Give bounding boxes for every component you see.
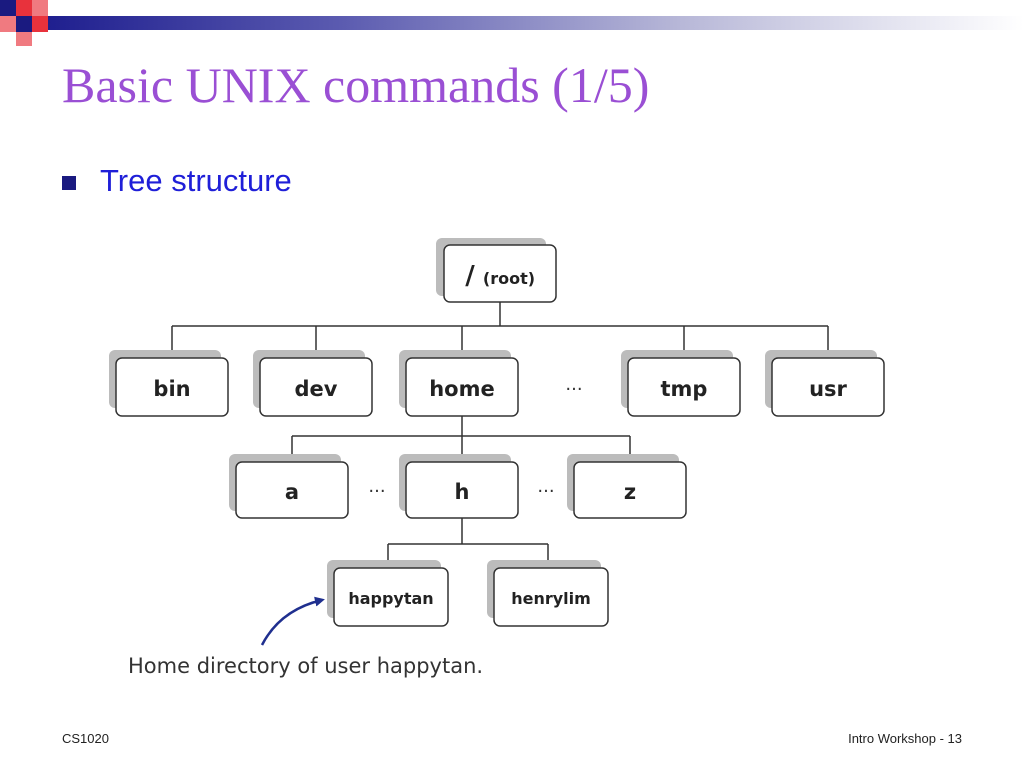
tree-node-happytan: happytan: [327, 560, 449, 627]
pointer-arrow: [260, 596, 325, 646]
node-root-label: /: [465, 261, 475, 291]
slide-title: Basic UNIX commands (1/5): [62, 57, 650, 113]
node-label: happytan: [348, 589, 433, 608]
node-box: [405, 461, 519, 519]
bullet-text: Tree structure: [100, 163, 292, 198]
tree-node-home: home: [399, 350, 519, 417]
header-square-red: [32, 16, 48, 32]
header-square-red: [0, 16, 16, 32]
tree-connectors: [171, 302, 829, 568]
header-square-red: [16, 0, 32, 16]
node-box: [443, 244, 557, 303]
node-box: [405, 357, 519, 417]
tree-node-tmp: tmp: [621, 350, 741, 417]
node-box: [259, 357, 373, 417]
header-square-navy: [16, 16, 32, 32]
bullet-marker: [62, 176, 76, 190]
node-label: dev: [295, 377, 338, 401]
tree-node-h: h: [399, 454, 519, 519]
tree-ellipsis: ...: [368, 476, 385, 497]
node-label: bin: [153, 377, 190, 401]
home-directory-caption: Home directory of user happytan.: [128, 654, 484, 678]
tree-node-henrylim: henrylim: [487, 560, 609, 627]
footer-page-number: Intro Workshop - 13: [848, 731, 962, 746]
tree-ellipsis: ...: [565, 374, 582, 395]
tree-node-usr: usr: [765, 350, 885, 417]
node-label: z: [624, 480, 636, 504]
directory-tree-diagram: / (root) bin dev home ... tmp usr a ... …: [109, 238, 885, 646]
tree-node-z: z: [567, 454, 687, 519]
node-label: tmp: [661, 377, 708, 401]
node-box: [627, 357, 741, 417]
header-square-red: [32, 0, 48, 16]
node-box: [235, 461, 349, 519]
node-root-sublabel: (root): [483, 269, 535, 288]
header-square-navy: [0, 0, 16, 16]
node-box: [573, 461, 687, 519]
tree-node-dev: dev: [253, 350, 373, 417]
node-label: h: [455, 480, 470, 504]
header-gradient-bar: [48, 16, 1024, 30]
node-label: henrylim: [511, 589, 591, 608]
node-label: home: [429, 377, 495, 401]
node-box: [115, 357, 229, 417]
tree-node-root: / (root): [436, 238, 557, 303]
tree-ellipsis: ...: [537, 476, 554, 497]
header-decoration: [0, 0, 1024, 46]
node-box: [771, 357, 885, 417]
node-box: [493, 567, 609, 627]
header-square-red: [16, 32, 32, 46]
node-label: a: [285, 480, 299, 504]
node-box: [333, 567, 449, 627]
node-label: usr: [809, 377, 847, 401]
tree-node-a: a: [229, 454, 349, 519]
tree-node-bin: bin: [109, 350, 229, 417]
footer-course-code: CS1020: [62, 731, 109, 746]
